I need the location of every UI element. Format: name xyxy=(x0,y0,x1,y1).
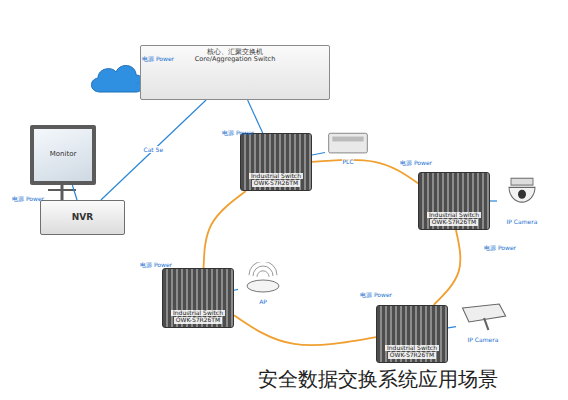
power-label: 电源 Power xyxy=(12,196,44,202)
monitor-screen: Monitor xyxy=(30,125,96,185)
power-label: 电源 Power xyxy=(142,56,174,62)
node-text: OWK-S7R26TM xyxy=(430,219,478,226)
industrial-switch: Industrial SwitchOWK-S7R26TM xyxy=(376,305,448,363)
edge-label: Cat 5e xyxy=(143,146,163,153)
ethernet-link xyxy=(234,289,238,291)
ethernet-link xyxy=(448,327,456,328)
node-text: OWK-S7R26TM xyxy=(388,352,436,359)
ethernet-link xyxy=(248,100,263,133)
node-text: IP Camera xyxy=(468,337,499,344)
dome-mount xyxy=(511,178,533,185)
monitor-base xyxy=(48,189,76,191)
node-text: PLC xyxy=(342,159,353,166)
industrial-switch: Industrial SwitchOWK-S7R26TM xyxy=(418,172,490,230)
fiber-ring-link xyxy=(204,191,246,268)
plc-body xyxy=(329,133,368,153)
fiber-ring-link xyxy=(234,315,376,345)
ethernet-link xyxy=(72,185,77,200)
wifi-wave xyxy=(257,271,269,277)
core-switch: 核心、汇聚交换机Core/Aggregation Switch xyxy=(140,45,330,100)
ap-body xyxy=(247,280,279,292)
wifi-wave xyxy=(249,262,277,275)
plc-device: PLC xyxy=(325,130,371,166)
fiber-ring-link xyxy=(434,230,461,305)
power-label: 电源 Power xyxy=(222,130,254,136)
caption: 安全数据交换系统应用场景 xyxy=(258,366,498,393)
wifi-wave xyxy=(253,266,273,276)
node-text: 核心、汇聚交换机 xyxy=(207,49,263,56)
node-text: Monitor xyxy=(50,151,77,159)
nvr-box: NVR xyxy=(40,200,125,235)
power-label: 电源 Power xyxy=(140,262,172,268)
node-text: Industrial Switch xyxy=(171,310,225,317)
wireless-ap: AP xyxy=(238,262,288,306)
dome-shell xyxy=(509,187,535,202)
dome-lens xyxy=(518,190,526,199)
node-text: IP Camera xyxy=(507,219,538,226)
cloud-shape xyxy=(91,66,143,92)
node-text: OWK-S7R26TM xyxy=(174,317,222,324)
node-text: Industrial Switch xyxy=(385,345,439,352)
bullet-bracket xyxy=(484,318,488,330)
power-label: 电源 Power xyxy=(400,160,432,166)
node-text: Industrial Switch xyxy=(249,173,303,180)
industrial-switch: Industrial SwitchOWK-S7R26TM xyxy=(240,133,312,191)
node-text: OWK-S7R26TM xyxy=(252,180,300,187)
ethernet-link xyxy=(490,200,497,201)
node-text: Industrial Switch xyxy=(427,212,481,219)
industrial-switch: Industrial SwitchOWK-S7R26TM xyxy=(162,268,234,328)
node-text: NVR xyxy=(72,213,93,223)
dome-camera: IP Camera xyxy=(497,176,547,226)
power-label: 电源 Power xyxy=(360,292,392,298)
plc-terminals xyxy=(332,137,363,142)
power-label: 电源 Power xyxy=(484,245,516,251)
bullet-camera: IP Camera xyxy=(456,300,510,344)
ethernet-link xyxy=(312,152,325,155)
ethernet-link xyxy=(101,100,206,200)
node-text: AP xyxy=(259,299,267,306)
node-text: Core/Aggregation Switch xyxy=(195,56,276,63)
monitor-stand xyxy=(61,185,64,200)
cloud-icon xyxy=(91,66,143,92)
